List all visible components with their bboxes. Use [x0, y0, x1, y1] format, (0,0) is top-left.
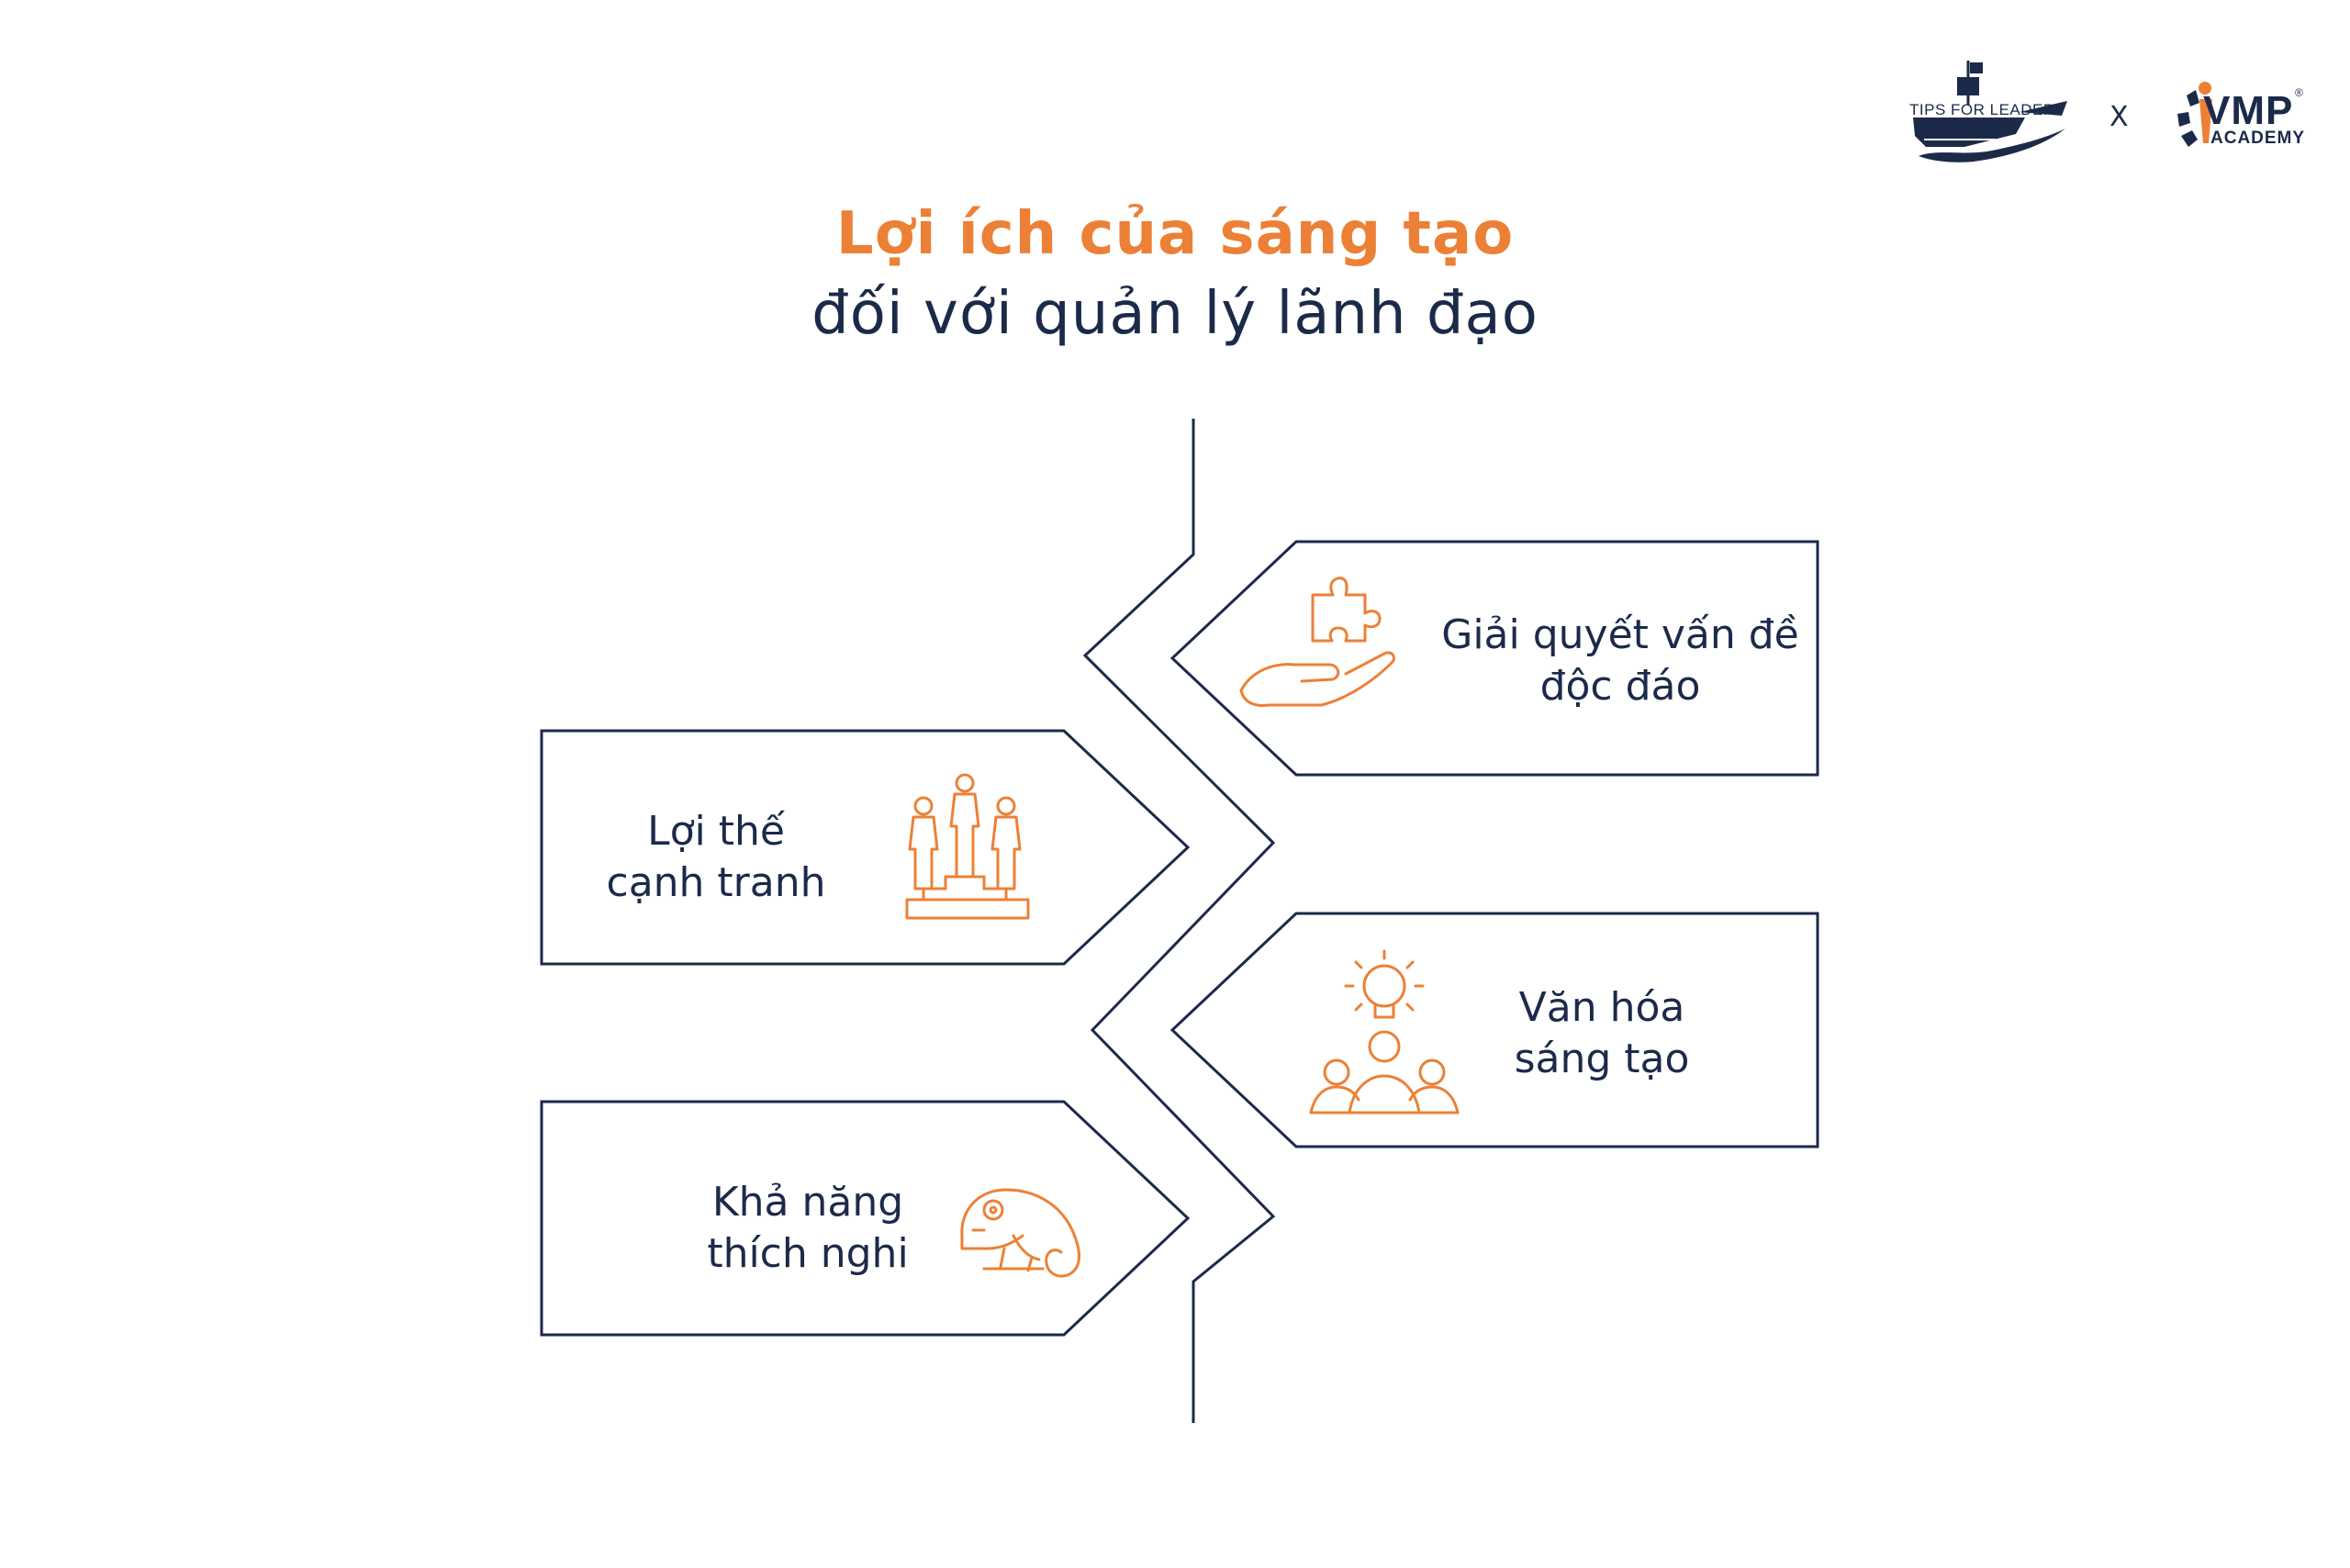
title-subtitle: đối với quản lý lãnh đạo	[811, 280, 1539, 348]
ship-icon	[1913, 61, 2067, 162]
vmp-emblem-icon	[2177, 82, 2212, 147]
title-highlight: Lợi ích của sáng tạo	[835, 200, 1515, 268]
benefit-label-line: Văn hóa	[1518, 984, 1685, 1031]
vmp-academy-text: ACADEMY	[2210, 129, 2306, 148]
central-divider-line	[1082, 419, 1276, 1423]
hand-puzzle-icon	[1239, 577, 1395, 707]
benefit-label-line: thích nghi	[707, 1230, 909, 1277]
benefit-label-line: Khả năng	[711, 1179, 904, 1226]
benefit-label-problem-solving: Giải quyết vấn đề độc đáo	[1414, 610, 1827, 712]
title-block: Lợi ích của sáng tạo đối với quản lý lãn…	[0, 195, 2350, 354]
benefit-card-problem-solving	[1169, 540, 1819, 777]
vmp-logo-text: VMP	[2203, 88, 2294, 133]
tips-for-leader-logo-text: TIPS FOR LEADER	[1909, 101, 2055, 118]
benefit-label-line: Lợi thế	[647, 808, 785, 855]
logo-separator: X	[2109, 101, 2129, 133]
benefit-label-line: Giải quyết vấn đề	[1441, 611, 1799, 658]
benefit-card-competitive-advantage	[540, 729, 1191, 966]
benefit-card-adaptability	[540, 1100, 1191, 1337]
benefit-label-competitive-advantage: Lợi thế cạnh tranh	[569, 806, 863, 909]
benefit-label-line: độc đáo	[1539, 663, 1701, 710]
lightbulb-team-icon	[1309, 949, 1460, 1114]
vmp-registered-mark: ®	[2295, 86, 2303, 99]
benefit-label-creative-culture: Văn hóa sáng tạo	[1469, 982, 1735, 1085]
benefit-label-line: sáng tạo	[1514, 1036, 1690, 1082]
podium-icon	[905, 773, 1030, 920]
benefit-label-line: cạnh tranh	[606, 859, 826, 906]
benefit-label-adaptability: Khả năng thích nghi	[670, 1177, 946, 1280]
benefit-card-creative-culture	[1169, 912, 1819, 1148]
chameleon-icon	[960, 1188, 1080, 1278]
